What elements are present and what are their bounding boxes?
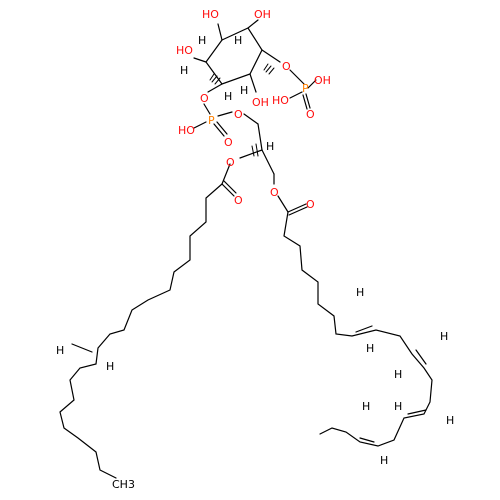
ring-ho-left-bond (193, 57, 207, 63)
ring-oh-bottom-bond (249, 73, 257, 93)
ring-o-right-bond (261, 49, 281, 63)
left-chain-double-bond (71, 343, 93, 353)
right-chain-double-bond-4 (359, 437, 375, 443)
p-ho-left-bond (193, 121, 207, 129)
label-o-carbonyl-left: O (234, 194, 243, 207)
label-o-right-p: O (306, 108, 315, 121)
stereo-hash-right (263, 63, 275, 75)
sn1-c-o-double-b (288, 206, 308, 216)
label-h-db1-b: H (106, 360, 114, 373)
label-h-db5-a: H (362, 400, 370, 413)
label-o-left-p-ester: O (234, 108, 243, 121)
bond-lines (59, 19, 433, 479)
p-oh-right-bond (307, 79, 317, 89)
label-o-carbonyl-right: O (306, 198, 315, 211)
label-h-db5-b: H (380, 454, 388, 467)
p-o-double-a (305, 93, 311, 109)
label-h-ring-left-b: H (180, 64, 188, 77)
right-acyl-chain (283, 211, 433, 447)
label-oh-right-p: OH (314, 74, 331, 87)
label-ho-top-left: HO (202, 8, 219, 21)
label-o-ring-right: O (282, 60, 291, 73)
glycerol-ch-o-sn2 (239, 149, 263, 159)
label-h-ring-c4: H (224, 90, 232, 103)
left-acyl-chain (59, 183, 223, 479)
label-o-sn2: O (226, 156, 235, 169)
p-o-left-double-a (213, 123, 225, 137)
label-h-glycerol: H (266, 140, 274, 153)
label-ch3-terminal: CH3 (112, 478, 135, 491)
label-o-sn1: O (270, 186, 279, 199)
label-ho-right-p: HO (272, 94, 289, 107)
label-h-db4-b: H (446, 414, 454, 427)
label-h-db3-b: H (394, 368, 402, 381)
stereo-hash-glycerol (251, 143, 259, 157)
label-h-ring-left-a: H (198, 34, 206, 47)
sn1-c-o-double-a (287, 203, 307, 213)
sn1-o-c (277, 195, 289, 213)
ring-oh-top-right-bond (247, 19, 259, 29)
atom-labels: HO OH H HO H H O P OH HO O H H O OH P HO… (56, 8, 454, 491)
label-ho-left-p: HO (178, 124, 195, 137)
label-o-left-p-dbl: O (224, 136, 233, 149)
right-chain-double-bond-2 (415, 349, 427, 365)
glycerol-ch2-ch (257, 123, 263, 151)
label-oh-top-right: OH (254, 8, 271, 21)
sn2-o-c (221, 163, 231, 185)
o-p-right-bond (289, 69, 305, 85)
stereo-hash-left (209, 73, 221, 85)
label-h-db3-a: H (440, 330, 448, 343)
ring-o-left-bond (207, 83, 223, 93)
label-h-ring-top: H (234, 34, 242, 47)
label-p-left: P (208, 114, 215, 127)
label-ho-left: HO (176, 44, 193, 57)
p-o-ester-bond (217, 111, 233, 117)
p-ho-right-bond (289, 91, 303, 99)
label-h-db1-a: H (56, 344, 64, 357)
label-h-db4-a: H (394, 400, 402, 413)
p-o-double-b (302, 94, 308, 110)
glycerol-ch-ch2-sn1 (261, 149, 275, 175)
ring-oh-top-left-bond (217, 23, 223, 41)
sn2-c-o-double-b (223, 180, 237, 194)
right-chain-double-bond-3 (407, 409, 427, 415)
o-p-left-bond (203, 103, 211, 115)
sn2-c-o-double-a (221, 183, 235, 197)
right-chain-double-bond-1 (355, 325, 373, 333)
label-h-db2-a: H (356, 286, 364, 299)
label-p-right: P (302, 82, 309, 95)
label-oh-ring-bottom: OH (252, 96, 269, 109)
p-o-left-double-b (216, 121, 228, 135)
label-o-ring-left: O (200, 92, 209, 105)
label-h-ring-c5: H (240, 84, 248, 97)
glycerol-o-ch2 (243, 113, 259, 125)
label-h-db2-b: H (366, 342, 374, 355)
